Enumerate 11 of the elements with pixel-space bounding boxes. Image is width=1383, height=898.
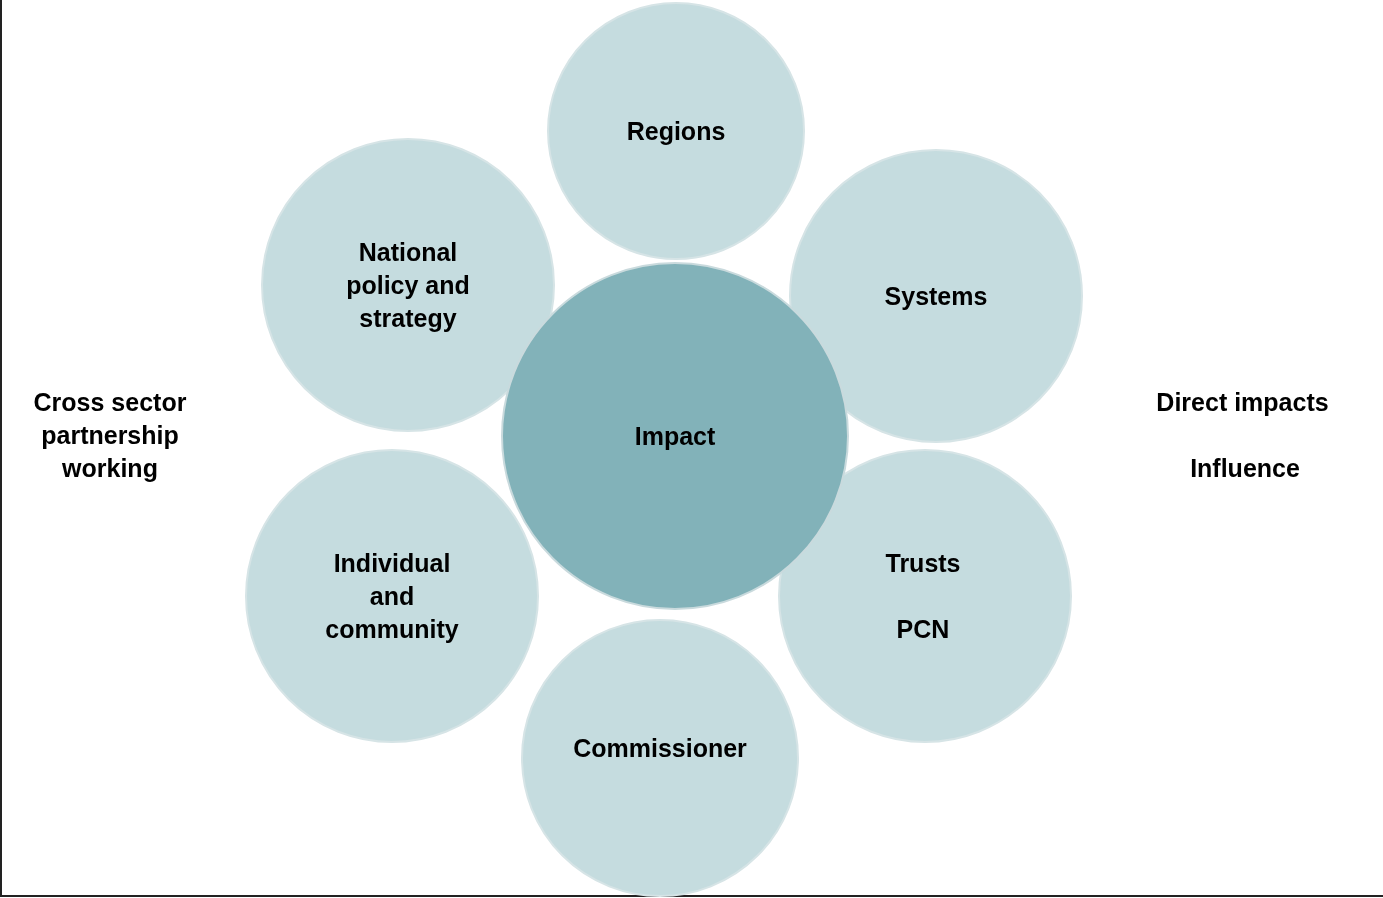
node-text: National policy and strategy <box>345 236 471 334</box>
side-label: Cross sector partnership working <box>32 387 188 484</box>
node-text: Commissioner <box>573 732 747 764</box>
side-label: Influence <box>1189 453 1301 484</box>
node-text: PCN <box>896 613 950 645</box>
node-text: Individual and community <box>324 547 460 645</box>
node-text: Regions <box>626 115 726 147</box>
node-text: Systems <box>884 280 988 312</box>
side-label: Direct impacts <box>1155 387 1330 418</box>
node-text: Trusts <box>885 547 961 579</box>
node-text: Impact <box>634 420 716 452</box>
